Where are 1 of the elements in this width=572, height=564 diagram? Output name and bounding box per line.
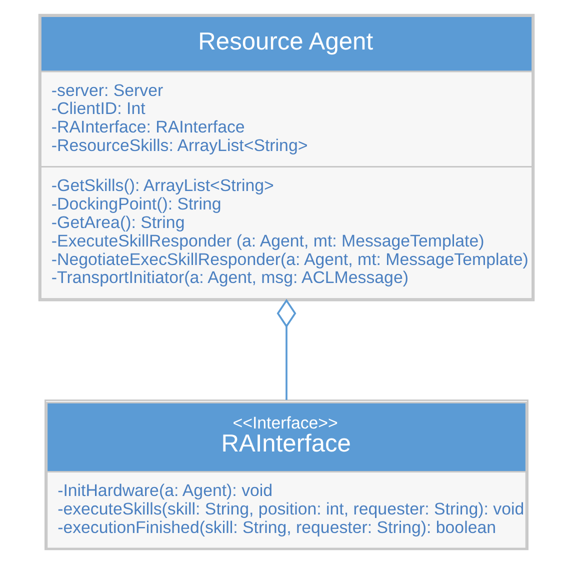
connector — [276, 298, 296, 400]
